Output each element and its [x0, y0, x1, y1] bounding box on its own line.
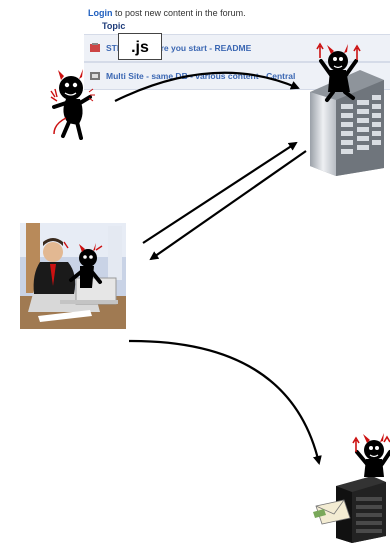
exfiltration-arrow	[129, 341, 319, 463]
inject-arrow	[115, 73, 298, 101]
request-arrow	[143, 143, 296, 243]
attacker-server-icon	[313, 476, 386, 543]
devil-attacker-icon	[51, 69, 95, 138]
devil-on-attacker-server-icon	[353, 433, 390, 477]
response-arrow	[151, 151, 306, 259]
office-worker-icon	[20, 223, 126, 329]
